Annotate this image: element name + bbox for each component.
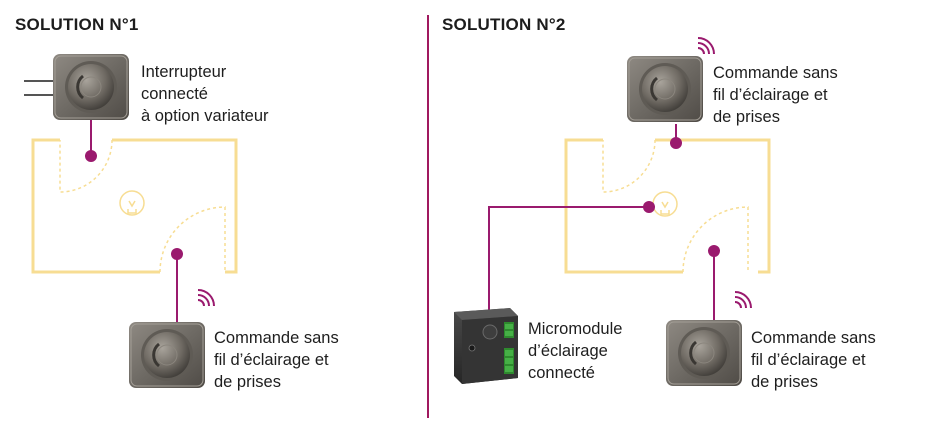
- wireless-remote-icon: [664, 318, 744, 388]
- label-line: à option variateur: [141, 107, 269, 125]
- label-line: de prises: [713, 108, 780, 126]
- wireless-remote-icon: [625, 54, 705, 124]
- connection-dot: [171, 248, 183, 260]
- mains-wires: [24, 80, 56, 96]
- wifi-waves-icon: [697, 37, 715, 55]
- wireless-remote-icon: [127, 320, 207, 390]
- label-line: fil d’éclairage et: [713, 86, 828, 104]
- label-line: de prises: [751, 373, 818, 391]
- micromodule-label: Micromodule d’éclairage connecté: [528, 318, 622, 384]
- label-line: fil d’éclairage et: [751, 351, 866, 369]
- wifi-waves-icon: [734, 291, 752, 309]
- wire-micromodule: [488, 206, 649, 312]
- label-line: Commande sans: [751, 329, 876, 347]
- label-line: fil d’éclairage et: [214, 351, 329, 369]
- label-line: Commande sans: [214, 329, 339, 347]
- solution-2-title: SOLUTION N°2: [442, 15, 566, 34]
- light-bulb-icon: [119, 190, 145, 216]
- switch-icon: [51, 52, 131, 122]
- label-line: d’éclairage: [528, 342, 608, 360]
- label-line: connecté: [141, 85, 208, 103]
- remote-top-label: Commande sans fil d’éclairage et de pris…: [713, 62, 838, 128]
- light-bulb-icon: [652, 191, 678, 217]
- label-line: Commande sans: [713, 64, 838, 82]
- solution-1-title: SOLUTION N°1: [15, 15, 139, 34]
- micromodule-icon: [454, 308, 518, 384]
- connection-dot: [85, 150, 97, 162]
- label-line: connecté: [528, 364, 595, 382]
- remote-bottom-label: Commande sans fil d’éclairage et de pris…: [751, 327, 876, 393]
- room-outline-1: [31, 138, 238, 274]
- remote-label: Commande sans fil d’éclairage et de pris…: [214, 327, 339, 393]
- label-line: Interrupteur: [141, 63, 227, 81]
- connection-dot: [643, 201, 655, 213]
- connection-dot: [708, 245, 720, 257]
- connection-dot: [670, 137, 682, 149]
- label-line: de prises: [214, 373, 281, 391]
- switch-label: Interrupteur connecté à option variateur: [141, 61, 269, 127]
- wifi-waves-icon: [197, 289, 215, 307]
- label-line: Micromodule: [528, 320, 623, 338]
